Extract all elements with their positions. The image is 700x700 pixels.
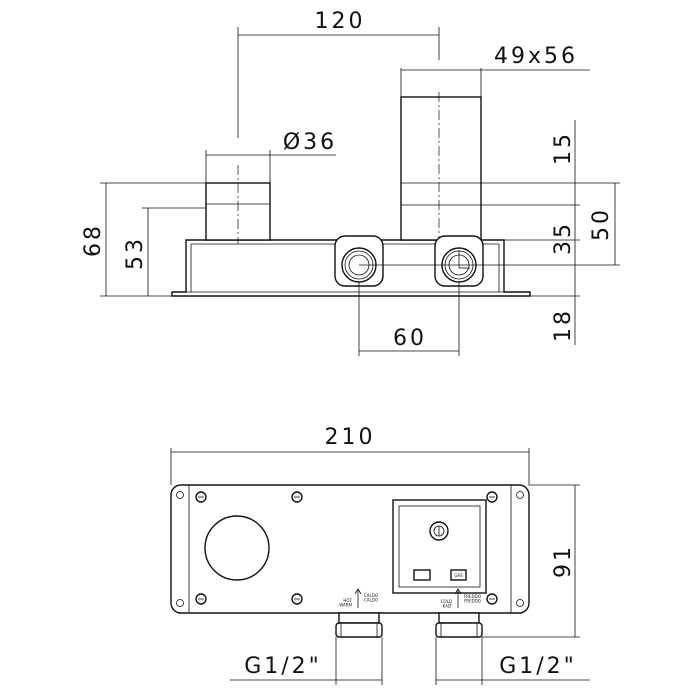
valve-screw-icon: [429, 521, 449, 541]
inlet-right: [434, 235, 484, 287]
fitting-left: [335, 612, 383, 638]
dim-50: 50: [589, 207, 614, 241]
dim-68: 68: [81, 223, 106, 257]
dim-53: 53: [123, 236, 148, 270]
dim-49x56: 49x56: [494, 44, 578, 69]
dim-18: 18: [551, 308, 576, 342]
dim-210: 210: [325, 425, 376, 450]
dim-120: 120: [315, 9, 366, 34]
dim-91: 91: [551, 544, 576, 578]
round-cap: [204, 515, 270, 581]
gas-label-box: [450, 569, 467, 581]
screw-holes: [176, 491, 524, 607]
cold-arrow-icon: [454, 588, 462, 608]
dim-15: 15: [551, 131, 576, 165]
dim-d36: Ø36: [283, 130, 337, 155]
fitting-right: [435, 612, 483, 638]
label-window-left: [413, 569, 431, 581]
valve-block: [400, 96, 482, 241]
gas-label: GAS: [454, 573, 463, 578]
side-view: 120 49x56 Ø36 68 53 15 35 18 50: [81, 9, 620, 356]
thread-left: G1/2": [244, 654, 322, 679]
hot-arrow-icon: [354, 588, 362, 608]
thread-right: G1/2": [499, 654, 577, 679]
square-valve-body: [392, 499, 487, 594]
dim-35: 35: [551, 221, 576, 255]
dim-60: 60: [393, 326, 427, 351]
inlet-left: [334, 235, 384, 287]
